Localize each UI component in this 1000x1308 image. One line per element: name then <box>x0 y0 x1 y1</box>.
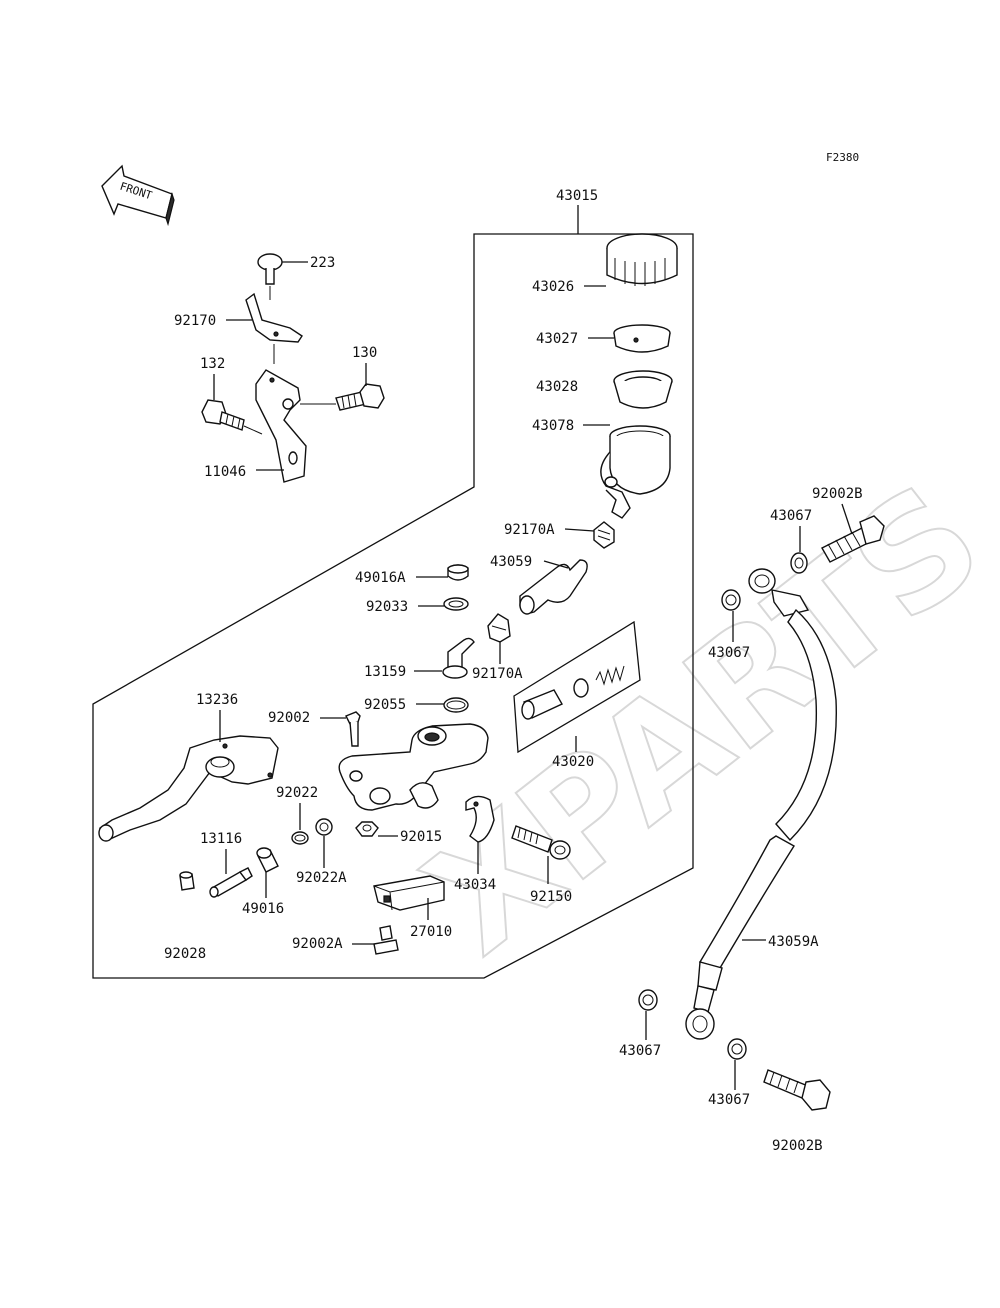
switch-27010 <box>373 875 445 911</box>
label-130: 130 <box>352 345 377 361</box>
label-49016: 49016 <box>242 901 284 917</box>
label-92002B-bottom: 92002B <box>772 1138 823 1154</box>
reservoir-plate <box>613 324 671 353</box>
clutch-lever <box>98 735 279 842</box>
label-43027: 43027 <box>536 331 578 347</box>
bolt-132 <box>201 399 245 431</box>
o-ring-92055 <box>443 697 469 713</box>
label-92022: 92022 <box>276 785 318 801</box>
bracket-11046 <box>255 369 307 483</box>
clutch-hose-43059A <box>685 568 837 1040</box>
reservoir-hose <box>519 559 588 615</box>
watermark-text: XPARTS <box>396 452 1000 987</box>
label-43034: 43034 <box>454 877 496 893</box>
label-92150: 92150 <box>530 889 572 905</box>
label-92170: 92170 <box>174 313 216 329</box>
ring-92033 <box>443 597 469 611</box>
label-43059A: 43059A <box>768 934 819 950</box>
label-13159: 13159 <box>364 664 406 680</box>
reservoir-cap <box>606 233 678 286</box>
label-92002A: 92002A <box>292 936 343 952</box>
label-43028: 43028 <box>536 379 578 395</box>
assembly-outline <box>92 233 694 979</box>
label-43067-bottom-right: 43067 <box>708 1092 750 1108</box>
label-92022A: 92022A <box>296 870 347 886</box>
bush-49016 <box>256 847 279 873</box>
hose-fitting-13159 <box>442 637 475 679</box>
rubber-cap-49016A <box>447 564 469 581</box>
screw-92002A <box>373 925 399 955</box>
label-223: 223 <box>310 255 335 271</box>
washer-43067-left <box>721 589 741 611</box>
label-49016A: 49016A <box>355 570 406 586</box>
pivot-pin-13116 <box>209 867 253 898</box>
cap-92028 <box>179 871 195 891</box>
washer-92022A <box>315 818 333 836</box>
label-11046: 11046 <box>204 464 246 480</box>
piston-kit-parts <box>521 665 625 720</box>
washer-43067-bottom-right <box>727 1038 747 1060</box>
screw-223 <box>257 253 283 285</box>
washer-43067-bottom-left <box>638 989 658 1011</box>
washer-43067-top <box>790 552 808 574</box>
label-92055: 92055 <box>364 697 406 713</box>
clamp-92170 <box>245 292 303 343</box>
label-92028: 92028 <box>164 946 206 962</box>
label-43015: 43015 <box>556 188 598 204</box>
label-43078: 43078 <box>532 418 574 434</box>
label-43067-top: 43067 <box>770 508 812 524</box>
piston-kit-outline <box>513 620 641 754</box>
label-43059: 43059 <box>490 554 532 570</box>
label-92033: 92033 <box>366 599 408 615</box>
master-cylinder-body <box>338 723 489 811</box>
label-43067-left: 43067 <box>708 645 750 661</box>
holder-clamp-43034 <box>465 795 495 843</box>
circlip-92022 <box>291 831 309 845</box>
reservoir-diaphragm <box>613 370 673 409</box>
label-92015: 92015 <box>400 829 442 845</box>
figure-code: F2380 <box>826 151 859 164</box>
bolt-92150 <box>511 825 571 860</box>
nut-92015 <box>355 821 379 837</box>
label-27010: 27010 <box>410 924 452 940</box>
label-92170A-mid: 92170A <box>472 666 523 682</box>
label-92170A-top: 92170A <box>504 522 555 538</box>
banjo-bolt-top <box>821 515 885 563</box>
reservoir-body <box>600 425 671 519</box>
bolt-92002 <box>345 711 361 747</box>
label-92002B-top: 92002B <box>812 486 863 502</box>
hose-clamp-mid <box>487 613 511 643</box>
front-arrow-icon: FRONT <box>101 164 175 227</box>
bolt-130 <box>335 383 385 411</box>
label-43026: 43026 <box>532 279 574 295</box>
label-13116: 13116 <box>200 831 242 847</box>
label-43020: 43020 <box>552 754 594 770</box>
banjo-bolt-bottom <box>763 1069 831 1111</box>
hose-clamp-top <box>593 521 615 549</box>
label-13236: 13236 <box>196 692 238 708</box>
label-92002: 92002 <box>268 710 310 726</box>
label-43067-bottom-left: 43067 <box>619 1043 661 1059</box>
label-132: 132 <box>200 356 225 372</box>
